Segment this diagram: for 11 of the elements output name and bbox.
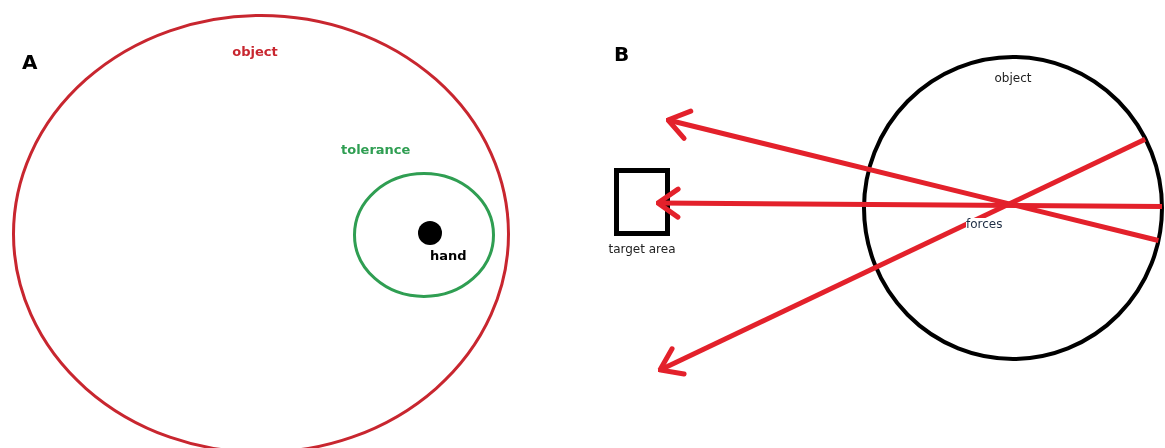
force-arrow [665, 108, 1159, 243]
panel-letter: B [614, 42, 630, 66]
object-label: object [994, 71, 1032, 85]
tolerance-label: tolerance [341, 142, 411, 157]
forces-label: forces [966, 218, 1003, 230]
target-area-label: target area [608, 242, 676, 256]
object-label: object [232, 44, 278, 59]
force-arrow [655, 186, 1162, 220]
panel-letter: A [22, 50, 38, 74]
hand-label: hand [430, 248, 467, 263]
force-arrow [657, 136, 1147, 377]
